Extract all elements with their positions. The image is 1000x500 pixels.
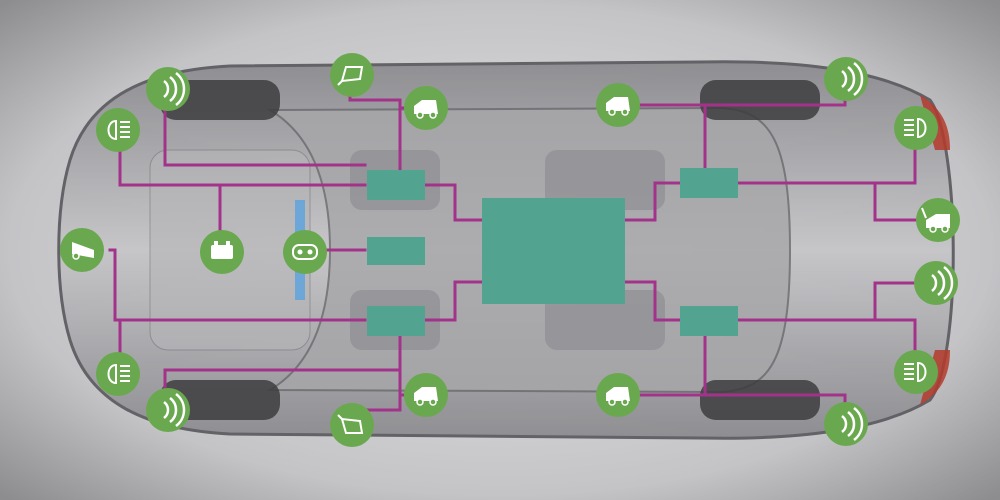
parking-sensor-icon [824, 57, 868, 101]
zone-controller-front-bottom [367, 306, 425, 336]
front-camera-icon [60, 228, 104, 272]
parking-sensor-icon [146, 67, 190, 111]
zone-controller-rear-top [680, 168, 738, 198]
taillight-icon [894, 106, 938, 150]
parking-sensor-icon [914, 261, 958, 305]
side-mirror-icon [330, 403, 374, 447]
taillight-icon [894, 350, 938, 394]
door-module-icon [404, 373, 448, 417]
zone-controller-front-top [367, 170, 425, 200]
side-mirror-icon [330, 53, 374, 97]
tailgate-icon [916, 198, 960, 242]
zone-controller-front-middle [367, 237, 425, 265]
zone-controller-rear-bottom [680, 306, 738, 336]
door-module-icon [404, 86, 448, 130]
parking-sensor-icon [146, 388, 190, 432]
infotainment-icon [283, 230, 327, 274]
door-module-icon [596, 83, 640, 127]
central-controller [482, 198, 625, 304]
parking-sensor-icon [824, 402, 868, 446]
headlight-icon [96, 108, 140, 152]
door-module-icon [596, 373, 640, 417]
battery-icon [200, 230, 244, 274]
headlight-icon [96, 352, 140, 396]
